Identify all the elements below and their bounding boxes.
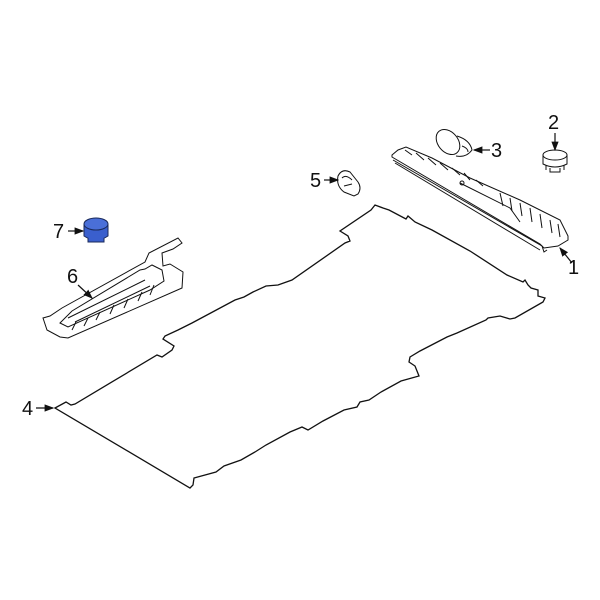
callout-4: 4	[22, 398, 34, 420]
leader-arrows	[36, 133, 573, 412]
callout-7: 7	[53, 221, 65, 243]
callout-2: 2	[548, 112, 560, 134]
callout-3: 3	[491, 140, 503, 162]
part-3-oval-cap[interactable]	[431, 125, 473, 159]
part-2-round-cap[interactable]	[542, 149, 568, 173]
callout-1: 1	[568, 257, 580, 279]
part-7-plug-cap[interactable]	[83, 217, 109, 243]
callout-5: 5	[310, 170, 322, 192]
part-1-rear-sill[interactable]	[391, 146, 569, 253]
part-4-floor-mat[interactable]	[53, 204, 546, 489]
callout-6: 6	[67, 266, 79, 288]
part-5-retainer-clip[interactable]	[337, 170, 361, 197]
part-6-side-sill[interactable]	[42, 237, 184, 339]
